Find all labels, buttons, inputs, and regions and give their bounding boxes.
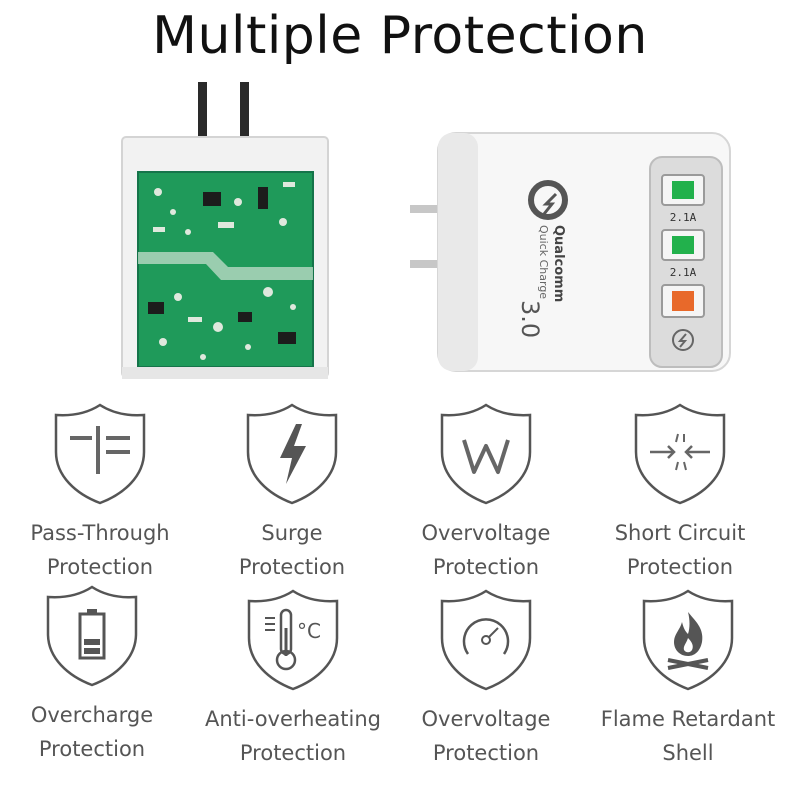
- feature-label-line1: Anti-overheating: [205, 707, 381, 731]
- feature-overcharge: Overcharge Protection: [0, 584, 192, 766]
- watt-w-icon: [440, 403, 532, 505]
- lightning-icon: [246, 403, 338, 505]
- feature-anti-overheating: °C Anti-overheating Protection: [193, 588, 393, 770]
- feature-surge: Surge Protection: [192, 402, 392, 584]
- feature-label-line2: Shell: [662, 741, 714, 765]
- feature-label-line1: Overcharge: [30, 703, 154, 727]
- feature-label-line2: Protection: [432, 741, 540, 765]
- battery-icon: [46, 585, 138, 687]
- feature-label-line2: Protection: [432, 555, 540, 579]
- thermometer-icon: °C: [247, 589, 339, 691]
- feature-short-circuit: Short Circuit Protection: [580, 402, 780, 584]
- feature-label-line2: Protection: [46, 555, 154, 579]
- celsius-glyph: °C: [297, 619, 321, 643]
- feature-flame-retardant: Flame Retardant Shell: [588, 588, 788, 770]
- feature-pass-through: Pass-Through Protection: [0, 402, 200, 584]
- usb-port-1: 2.1A: [661, 174, 705, 224]
- flame-icon: [642, 589, 734, 691]
- feature-label-line1: Overvoltage: [421, 521, 551, 545]
- feature-label-line1: Flame Retardant: [600, 707, 776, 731]
- feature-label-line1: Short Circuit: [614, 521, 746, 545]
- usb-port-2: 2.1A: [661, 229, 705, 279]
- page-title: Multiple Protection: [152, 6, 648, 66]
- charger-version-text: 3.0: [516, 300, 544, 338]
- feature-label-line1: Overvoltage: [421, 707, 551, 731]
- charger-image: Qualcomm Quick Charge 3.0 2.1A 2.1A: [410, 125, 735, 380]
- charger-brand-text: Qualcomm: [551, 225, 566, 302]
- feature-label-line2: Protection: [38, 737, 146, 761]
- usb-port-3: [661, 284, 705, 318]
- port-2-label: 2.1A: [670, 266, 697, 279]
- short-circuit-icon: [634, 403, 726, 505]
- qc-port-icon: [672, 329, 694, 351]
- feature-label-line2: Protection: [238, 555, 346, 579]
- port-1-label: 2.1A: [670, 211, 697, 224]
- gauge-icon: [440, 589, 532, 691]
- feature-overvoltage-w: Overvoltage Protection: [386, 402, 586, 584]
- pass-through-icon: [54, 403, 146, 505]
- charger-line-text: Quick Charge: [537, 225, 550, 299]
- feature-overvoltage-gauge: Overvoltage Protection: [386, 588, 586, 770]
- feature-label-line2: Protection: [239, 741, 347, 765]
- feature-label-line1: Pass-Through: [30, 521, 170, 545]
- feature-label-line2: Protection: [626, 555, 734, 579]
- feature-label-line1: Surge: [261, 521, 323, 545]
- pcb-board-image: [118, 82, 332, 382]
